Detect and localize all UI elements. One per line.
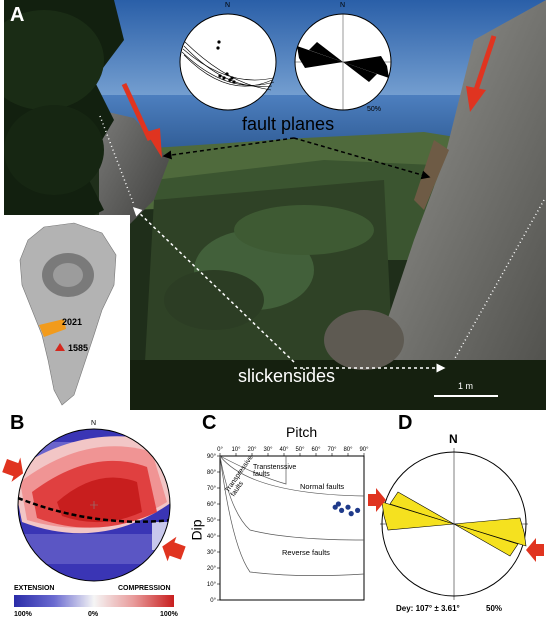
rose-petal <box>453 523 519 557</box>
panel-b-letter: B <box>10 412 25 434</box>
data-point <box>335 501 341 507</box>
panel-a-photo <box>4 0 546 410</box>
legend-compression-label: COMPRESSION <box>118 585 171 592</box>
y-tick-label: 70° <box>207 486 217 492</box>
x-tick-label: 90° <box>359 447 369 453</box>
x-tick-label: 60° <box>311 447 321 453</box>
x-tick-label: 80° <box>343 447 353 453</box>
y-tick-label: 0° <box>210 598 216 604</box>
red-arrow-right <box>466 35 497 112</box>
x-tick-label: 30° <box>263 447 273 453</box>
pitch-dip-chart: 0° 10° 20° 30° 40° 50° 60° 70° 80° 90° 90° 80° 70° 60… <box>207 447 369 604</box>
panel-c: C Pitch Dip 0°10°20°30°40°50°60°70°80°90… <box>189 412 370 640</box>
red-arrow-d-right <box>526 538 544 562</box>
panel-d-letter: D <box>398 412 413 434</box>
stress-stereonet <box>18 429 170 581</box>
red-arrow-d-left <box>368 488 386 512</box>
data-point <box>355 507 361 513</box>
y-tick-label: 90° <box>207 454 217 460</box>
rose-petal <box>381 501 455 531</box>
rose-petal <box>389 491 455 525</box>
legend-mid-percent: 0% <box>88 611 99 618</box>
rose-diagram-a: N 50% <box>287 2 399 126</box>
y-tick-label: 10° <box>207 582 217 588</box>
colorbar <box>14 595 174 607</box>
red-arrow-left <box>121 82 162 158</box>
plot-frame <box>219 455 365 601</box>
inset-map: 2021 1585 <box>4 215 130 410</box>
rose-petal <box>453 517 527 547</box>
panel-b: B N EXTENSION COMPRESSION 100% 0% 100% <box>2 412 192 640</box>
la-palma-relief-map <box>19 222 117 406</box>
rose-direction-caption: Dey: 107° ± 3.61° <box>396 604 460 613</box>
x-tick-label: 0° <box>217 447 223 453</box>
map-vent-label: 1585 <box>68 343 89 353</box>
y-tick-label: 60° <box>207 502 217 508</box>
stereonet-fault-planes: N <box>172 2 284 114</box>
panel-b-north: N <box>91 420 97 427</box>
panel-d: D N Dey: 107° ± 3.61° 50% <box>368 412 550 640</box>
x-tick-label: 40° <box>279 447 289 453</box>
region-reverse-label: Reverse faults <box>282 548 330 557</box>
y-tick-label: 50° <box>207 518 217 524</box>
panel-c-letter: C <box>202 412 217 434</box>
x-tick-label: 20° <box>247 447 257 453</box>
rose-a-north-label: N <box>340 2 346 9</box>
stereonet-north-label: N <box>225 2 231 9</box>
red-arrow-b-left <box>2 457 24 482</box>
panel-a-annotations <box>99 35 545 397</box>
y-tick-label: 30° <box>207 550 217 556</box>
x-tick-label: 70° <box>327 447 337 453</box>
red-arrow-b-right <box>162 536 186 562</box>
data-point <box>339 507 345 513</box>
rose-diagram-d <box>368 448 544 600</box>
panel-d-north: N <box>449 432 458 446</box>
panel-a: 2021 1585 N N 50% <box>4 0 546 410</box>
y-tick-label: 20° <box>207 566 217 572</box>
rose-percent-caption: 50% <box>486 604 503 613</box>
rose-a-percent-label: 50% <box>367 106 382 113</box>
data-point <box>332 504 338 510</box>
scale-bar-label: 1 m <box>458 381 474 391</box>
map-year-label: 2021 <box>62 317 83 327</box>
data-point <box>348 511 354 517</box>
y-tick-label: 80° <box>207 470 217 476</box>
panel-a-letter: A <box>10 4 25 26</box>
y-tick-label: 40° <box>207 534 217 540</box>
legend-extension-label: EXTENSION <box>14 585 55 592</box>
x-tick-label: 50° <box>295 447 305 453</box>
region-normal-label: Normal faults <box>300 482 345 491</box>
x-tick-label: 10° <box>231 447 241 453</box>
slickensides-label: slickensides <box>238 366 336 386</box>
region-transtensive-label: Transtenssive faults <box>253 464 297 478</box>
fault-planes-label: fault planes <box>242 114 335 134</box>
data-point <box>345 504 351 510</box>
chart-title: Pitch <box>286 424 318 440</box>
legend-left-percent: 100% <box>14 611 32 618</box>
legend-right-percent: 100% <box>160 611 178 618</box>
